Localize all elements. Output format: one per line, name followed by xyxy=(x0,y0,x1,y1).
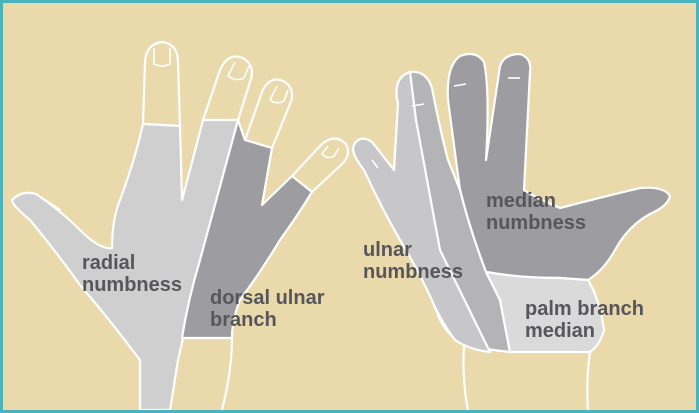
left-hand-icon xyxy=(12,42,348,410)
label-median-line-2: numbness xyxy=(486,212,586,234)
hands-illustration xyxy=(3,3,696,410)
label-palm-line-1: palm branch xyxy=(525,298,644,320)
label-ulnar-line-2: numbness xyxy=(363,261,463,283)
right-median-zone xyxy=(448,54,670,280)
label-ulnar-numbness: ulnar numbness xyxy=(363,239,463,283)
label-median-line-1: median xyxy=(486,190,586,212)
label-radial-line-1: radial xyxy=(82,252,182,274)
label-radial-numbness: radial numbness xyxy=(82,252,182,296)
label-dorsal-ulnar-branch: dorsal ulnar branch xyxy=(210,287,324,331)
label-palm-branch-median: palm branch median xyxy=(525,298,644,342)
label-median-numbness: median numbness xyxy=(486,190,586,234)
label-ulnar-line-1: ulnar xyxy=(363,239,463,261)
label-dorsal-line-1: dorsal ulnar xyxy=(210,287,324,309)
label-dorsal-line-2: branch xyxy=(210,309,324,331)
label-palm-line-2: median xyxy=(525,320,644,342)
label-radial-line-2: numbness xyxy=(82,274,182,296)
